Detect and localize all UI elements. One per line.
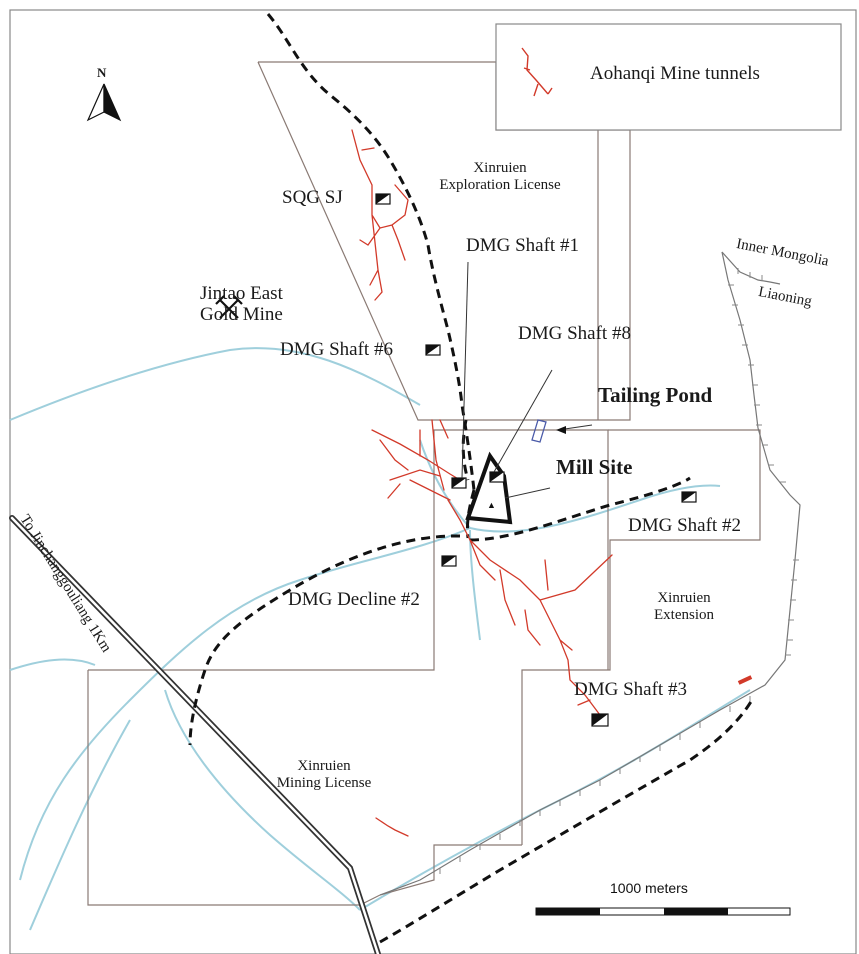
sqg-sj-symbol bbox=[375, 193, 391, 205]
provincial-border bbox=[379, 251, 801, 896]
tailing-pond-label: Tailing Pond bbox=[598, 383, 713, 407]
mill-site-outline bbox=[465, 451, 513, 525]
river-middle-stream bbox=[469, 529, 481, 641]
river-main bbox=[419, 439, 721, 533]
tailing-pond-arrow bbox=[556, 426, 566, 434]
legend-box bbox=[495, 23, 842, 131]
river-far-west bbox=[9, 658, 96, 671]
north-label: N bbox=[97, 65, 107, 80]
crossed-picks-icon bbox=[215, 295, 243, 319]
mill-site-label: Mill Site bbox=[556, 455, 633, 479]
legend-tunnels-label: Aohanqi Mine tunnels bbox=[590, 63, 760, 84]
road bbox=[9, 515, 381, 954]
license-boundaries bbox=[87, 61, 761, 906]
dmg-decline-2-label: DMG Decline #2 bbox=[288, 589, 420, 610]
dmg-shaft-2-symbol bbox=[681, 491, 697, 503]
mining-license-boundary bbox=[88, 429, 609, 671]
dmg-shaft-1-label: DMG Shaft #1 bbox=[466, 235, 579, 256]
border-ticks bbox=[439, 268, 799, 874]
scale-bar bbox=[535, 907, 791, 916]
dmg-shaft-6-label: DMG Shaft #6 bbox=[280, 339, 393, 360]
legend-tunnel-symbol bbox=[521, 47, 553, 97]
exploration-license-label: Xinruien Exploration License bbox=[439, 160, 561, 193]
river-west-lower bbox=[19, 527, 471, 881]
mining-license-lower bbox=[87, 670, 381, 906]
rivers bbox=[9, 347, 751, 931]
leader-lines bbox=[461, 261, 593, 499]
dmg-shaft-2-label: DMG Shaft #2 bbox=[628, 515, 741, 536]
north-arrow bbox=[86, 83, 122, 122]
river-southwest-2 bbox=[164, 689, 361, 911]
shaft-symbols bbox=[375, 193, 697, 727]
tailing-pond-outline bbox=[531, 419, 547, 443]
dmg-shaft-6-symbol bbox=[425, 344, 441, 356]
dmg-shaft-8-label: DMG Shaft #8 bbox=[518, 323, 631, 344]
sqg-sj-label: SQG SJ bbox=[282, 187, 343, 208]
mine-tunnels bbox=[351, 129, 613, 837]
river-south bbox=[359, 689, 751, 911]
mining-license-label: Xinruien Mining License bbox=[276, 758, 372, 791]
river-northwest bbox=[9, 347, 421, 421]
border-red-segment bbox=[737, 675, 753, 685]
dmg-decline-2-symbol bbox=[441, 555, 457, 567]
extension-boundary bbox=[521, 429, 761, 845]
extension-label: Xinruien Extension bbox=[654, 590, 714, 623]
jintao-label: Jintao East Gold Mine bbox=[200, 283, 283, 325]
dmg-shaft-8-symbol bbox=[489, 471, 505, 483]
river-southwest bbox=[29, 719, 131, 931]
map-frame bbox=[9, 9, 857, 954]
dmg-shaft-3-symbol bbox=[591, 713, 609, 727]
dmg-shaft-1-symbol bbox=[451, 477, 467, 489]
scale-label: 1000 meters bbox=[610, 880, 688, 896]
mill-site-marker: ▲ bbox=[487, 500, 496, 510]
dmg-shaft-3-label: DMG Shaft #3 bbox=[574, 679, 687, 700]
haul-route bbox=[188, 13, 754, 944]
